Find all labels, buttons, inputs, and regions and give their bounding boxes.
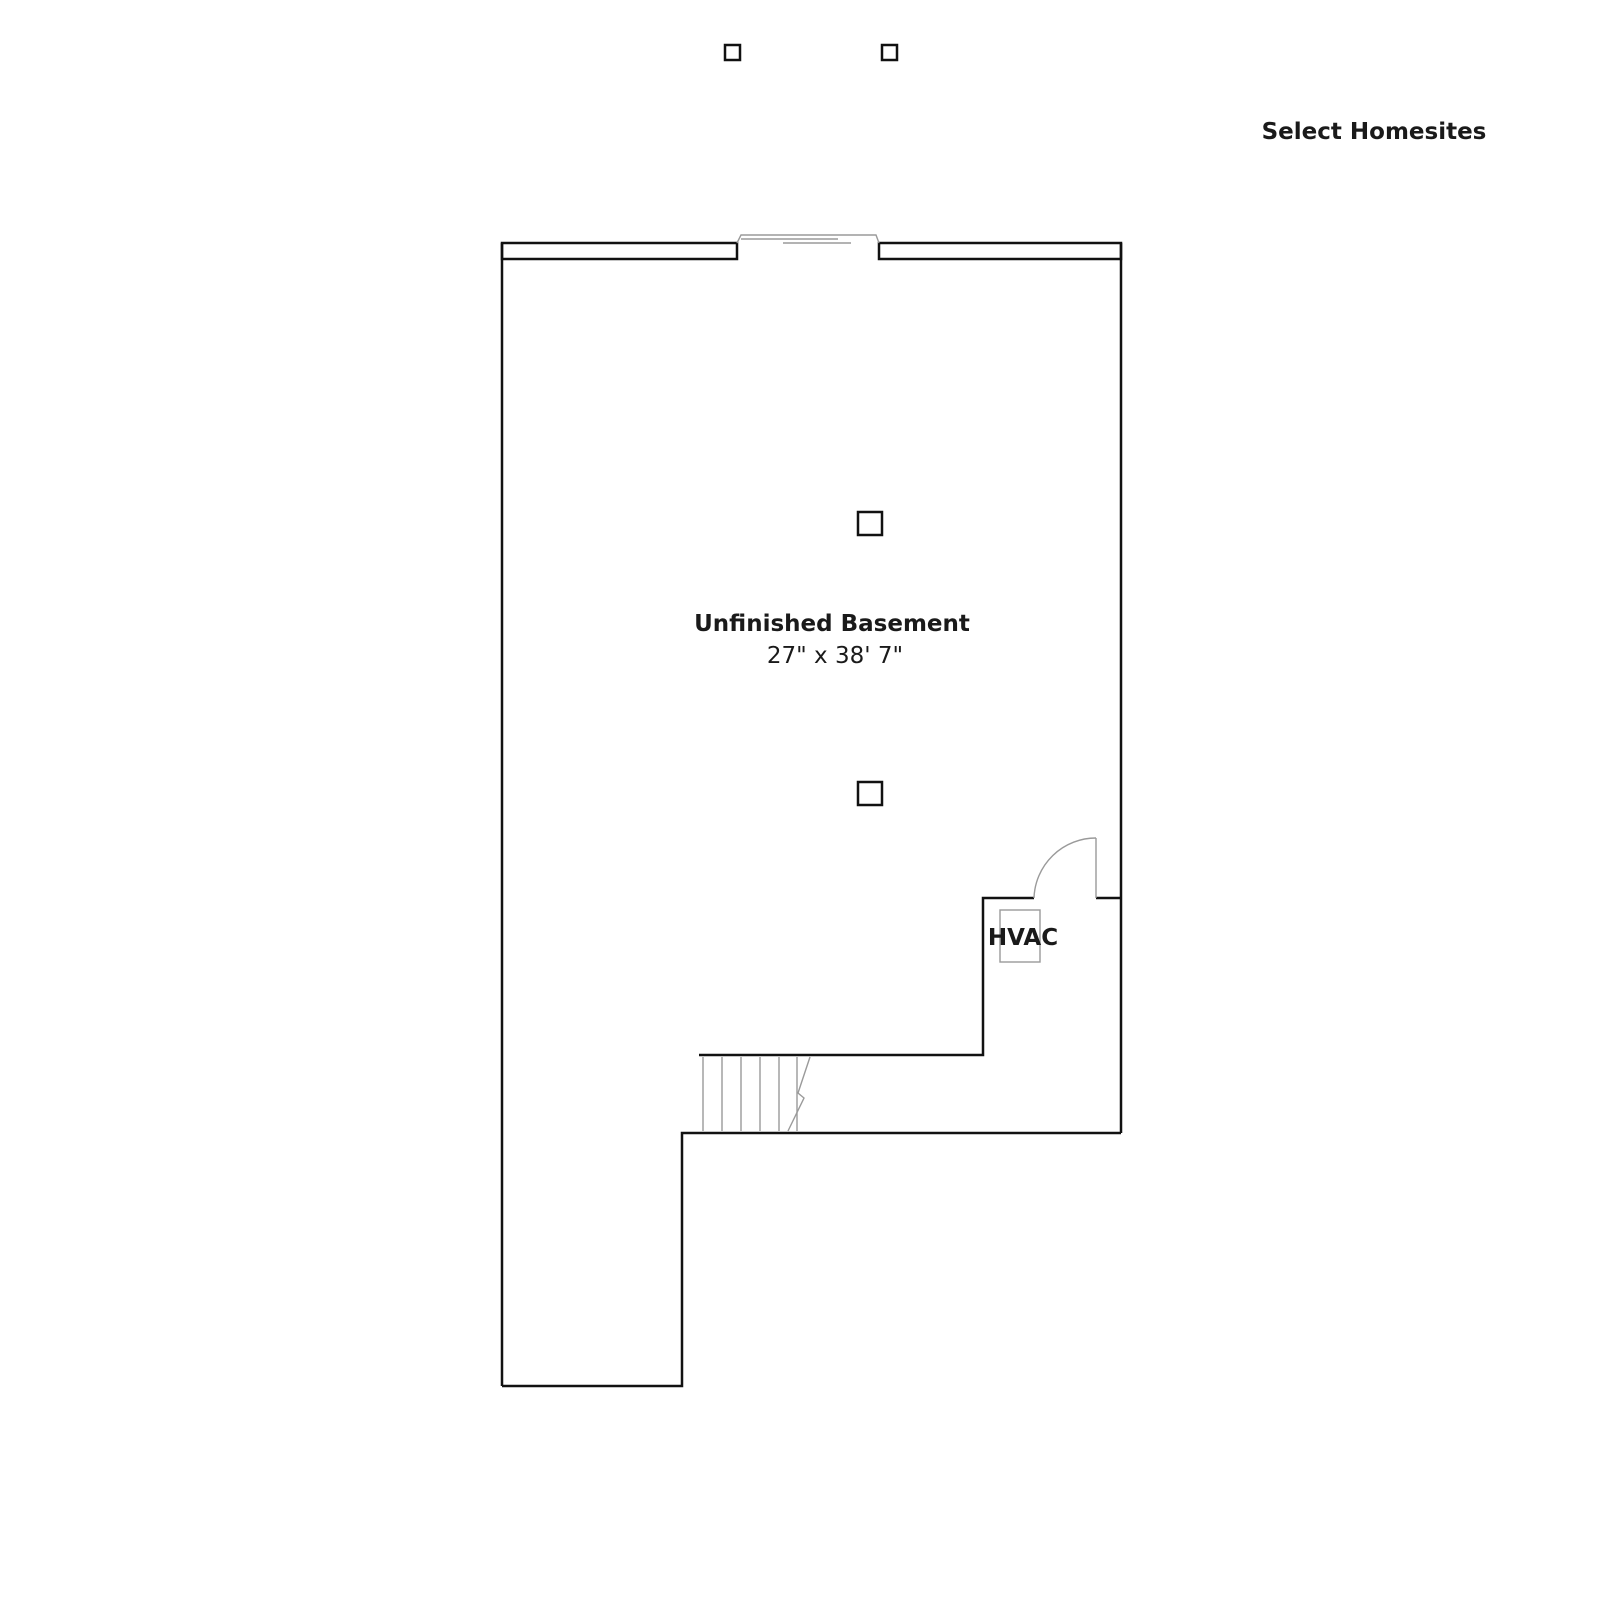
column-post-lower <box>856 780 884 807</box>
hvac-door <box>1033 837 1097 899</box>
post-marker-top-left <box>723 43 742 62</box>
basement-walls <box>500 241 1123 1388</box>
stairs <box>702 1056 811 1132</box>
select-homesites-link[interactable]: Select Homesites <box>1262 119 1487 145</box>
room-dimensions-basement: 27" x 38' 7" <box>767 643 903 669</box>
hvac-unit <box>999 909 1041 963</box>
window-top <box>736 234 880 244</box>
column-post-upper <box>856 510 884 537</box>
post-marker-top-right <box>880 43 899 62</box>
room-name-basement: Unfinished Basement <box>694 611 970 637</box>
room-name-hvac: HVAC <box>988 925 1058 951</box>
